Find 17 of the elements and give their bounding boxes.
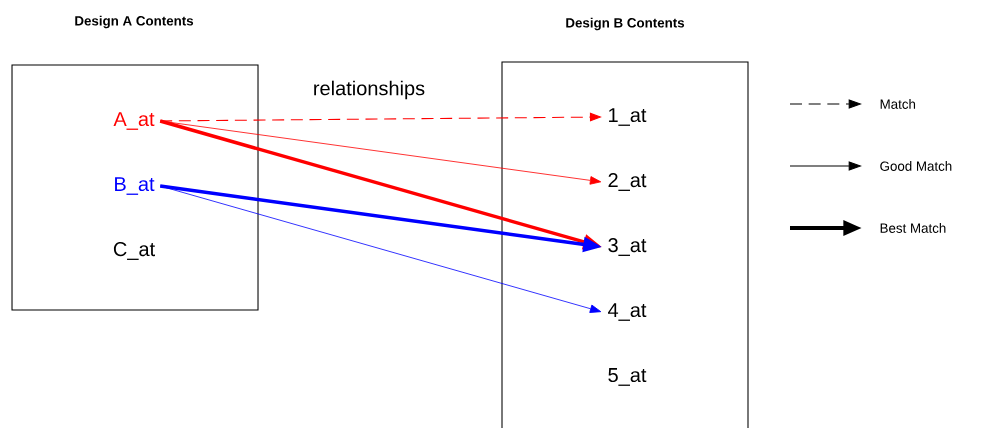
item-label: 5_at xyxy=(608,368,647,386)
legend-label: Good Match xyxy=(880,161,952,171)
item-label: B_at xyxy=(115,177,155,195)
legend-label: Match xyxy=(880,99,916,109)
heading: Design B Contents xyxy=(566,17,685,31)
heading: Design A Contents xyxy=(75,15,194,29)
container-box xyxy=(11,64,259,311)
legend-label: Best Match xyxy=(880,223,946,233)
item-label: 3_at xyxy=(608,238,647,256)
item-label: C_at xyxy=(113,242,155,260)
item-label: 1_at xyxy=(609,108,647,126)
container-box xyxy=(501,61,749,428)
arrow xyxy=(159,185,602,313)
item-label: A_at xyxy=(113,112,155,130)
annotation-label: relationships xyxy=(314,80,425,100)
item-label: 2_at xyxy=(608,173,647,191)
item-label: 4_at xyxy=(608,303,647,321)
